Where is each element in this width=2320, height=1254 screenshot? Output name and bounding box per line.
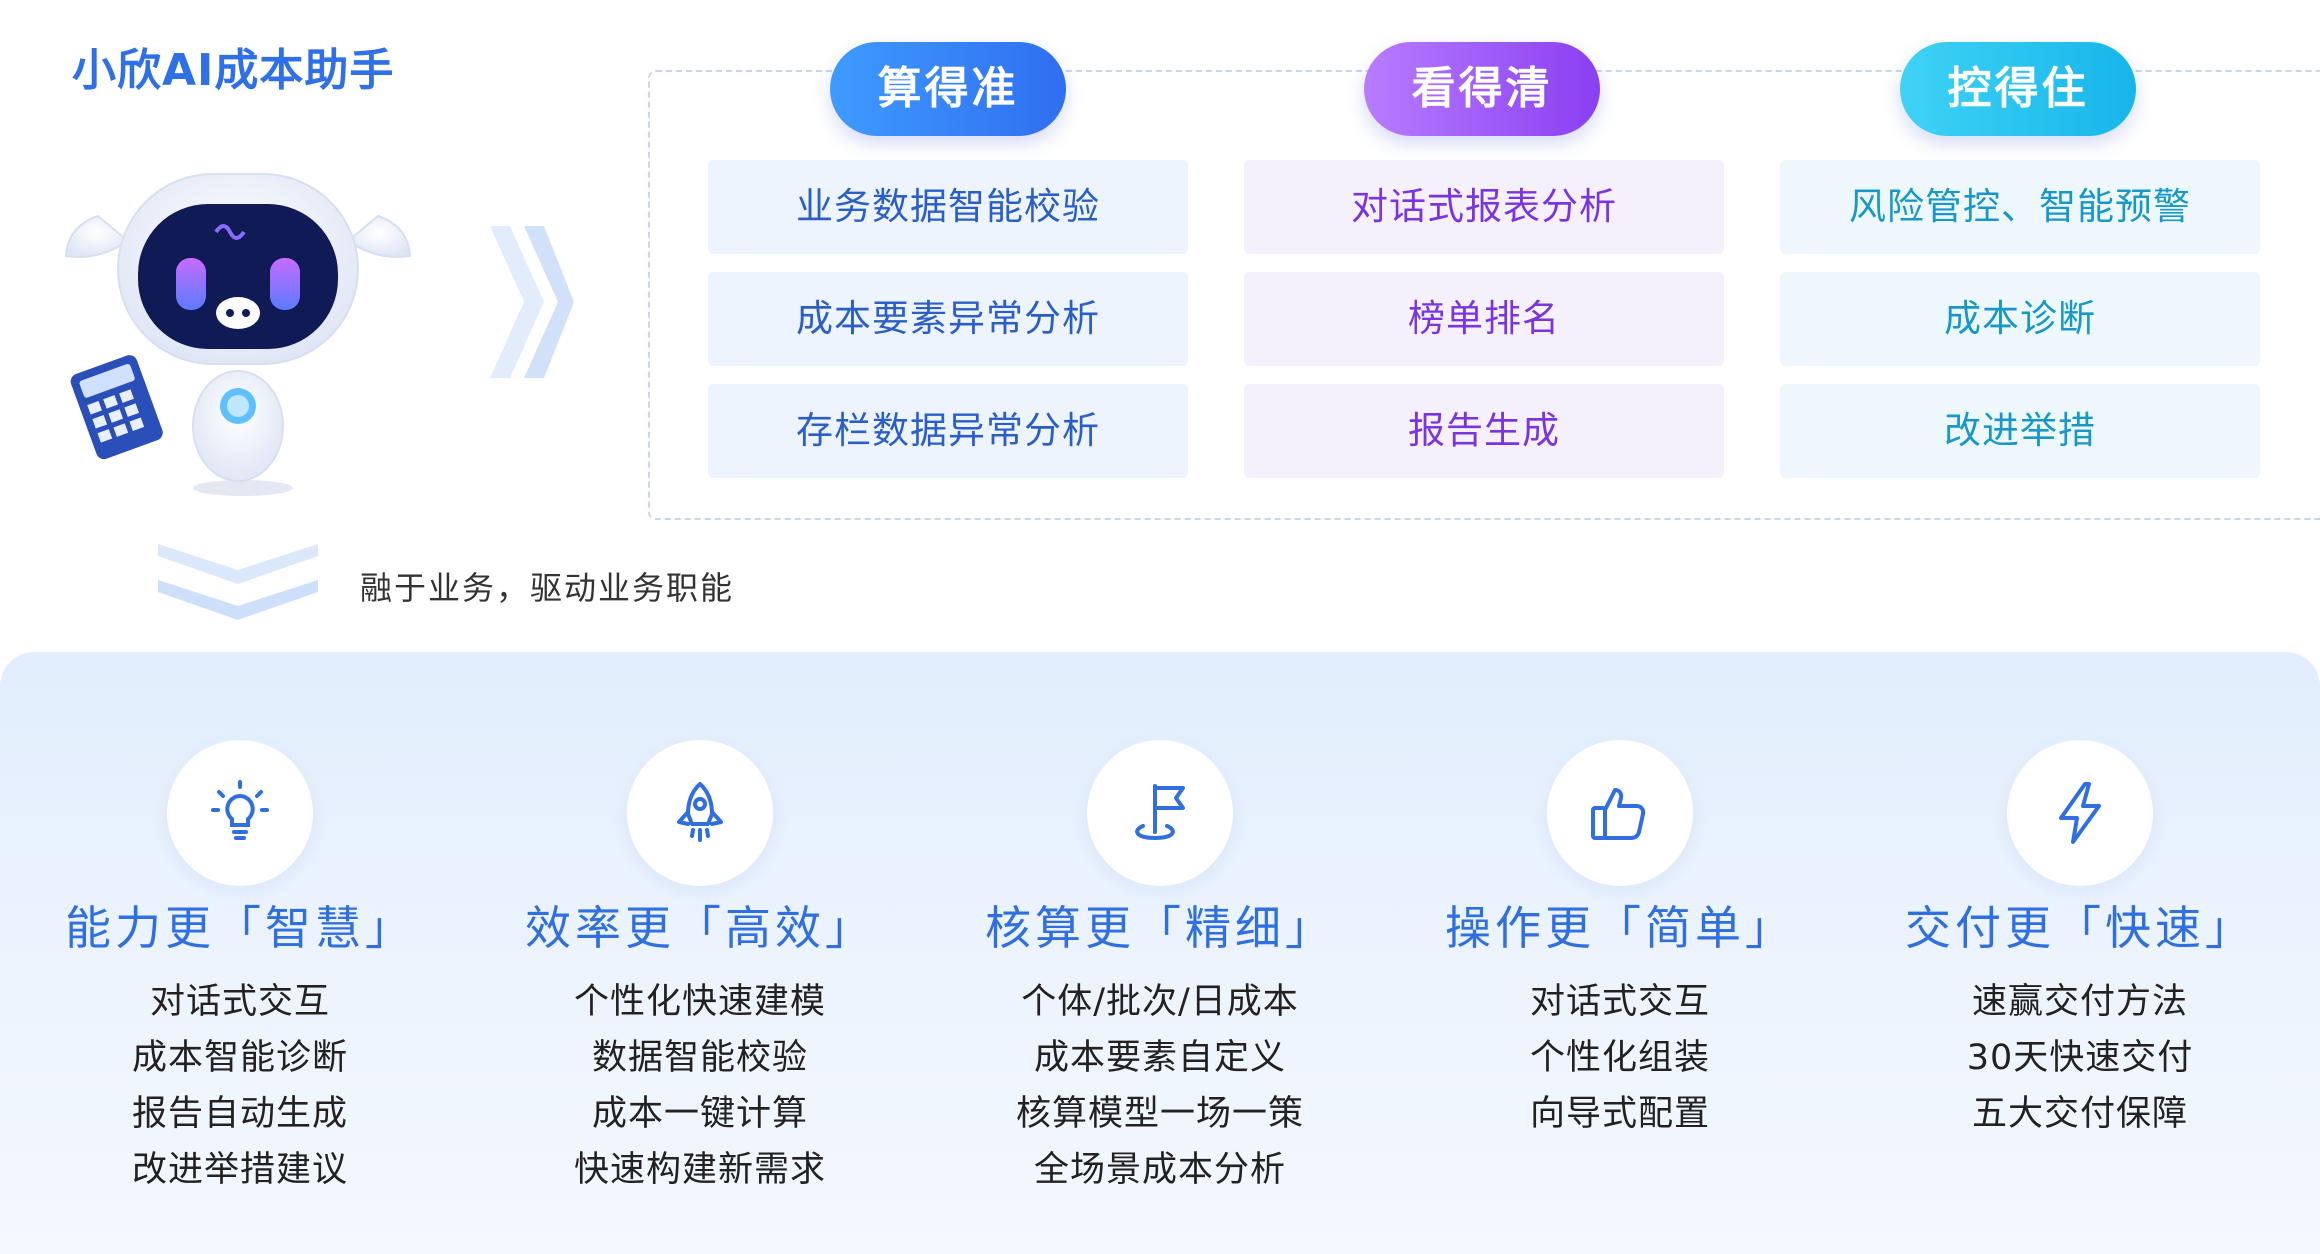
feature-item: 核算模型一场一策 bbox=[1015, 1094, 1304, 1134]
feature-simplicity: 操作更「简单」 对话式交互 个性化组装 向导式配置 bbox=[1390, 652, 1850, 1254]
feature-title: 操作更「简单」 bbox=[1445, 901, 1795, 955]
icon-circle bbox=[1087, 740, 1233, 886]
feature-item: 30天快速交付 bbox=[1966, 1038, 2194, 1078]
feature-item: 速赢交付方法 bbox=[1971, 982, 2188, 1022]
header-kandeqing: 看得清 bbox=[1364, 42, 1600, 136]
feature-title: 效率更「高效」 bbox=[525, 901, 875, 955]
feature-precision: 核算更「精细」 个体/批次/日成本 成本要素自定义 核算模型一场一策 全场景成本… bbox=[930, 652, 1390, 1254]
feature-speed: 交付更「快速」 速赢交付方法 30天快速交付 五大交付保障 bbox=[1850, 652, 2310, 1254]
rocket-icon bbox=[677, 782, 723, 842]
feature-item: 快速构建新需求 bbox=[573, 1150, 826, 1190]
icon-circle bbox=[2007, 740, 2153, 886]
lightning-icon bbox=[2059, 782, 2101, 844]
feature-item: 成本要素自定义 bbox=[1033, 1038, 1286, 1078]
column-item: 存栏数据异常分析 bbox=[708, 384, 1188, 478]
column-item: 改进举措 bbox=[1780, 384, 2260, 478]
app-title: 小欣AI成本助手 bbox=[72, 45, 395, 96]
header-suandezhun: 算得准 bbox=[830, 42, 1066, 136]
subtitle: 融于业务，驱动业务职能 bbox=[360, 569, 735, 607]
feature-efficiency: 效率更「高效」 个性化快速建模 数据智能校验 成本一键计算 快速构建新需求 bbox=[470, 652, 930, 1254]
feature-item: 向导式配置 bbox=[1529, 1094, 1710, 1134]
column-item: 风险管控、智能预警 bbox=[1780, 160, 2260, 254]
feature-item: 个体/批次/日成本 bbox=[1021, 982, 1299, 1022]
feature-item: 改进举措建议 bbox=[131, 1150, 348, 1190]
feature-item: 个性化快速建模 bbox=[573, 982, 826, 1022]
feature-item: 个性化组装 bbox=[1529, 1038, 1710, 1078]
feature-item: 对话式交互 bbox=[1529, 982, 1710, 1022]
chevron-down-icon bbox=[158, 544, 318, 620]
feature-title: 核算更「精细」 bbox=[985, 901, 1335, 955]
feature-item: 五大交付保障 bbox=[1971, 1094, 2188, 1134]
flag-icon bbox=[1135, 784, 1185, 840]
feature-item: 对话式交互 bbox=[149, 982, 330, 1022]
thumbs-up-icon bbox=[1591, 788, 1646, 840]
lightbulb-icon bbox=[211, 780, 269, 840]
robot-mascot-icon bbox=[64, 173, 412, 496]
header-kongdezhu: 控得住 bbox=[1900, 42, 2136, 136]
column-item: 对话式报表分析 bbox=[1244, 160, 1724, 254]
features-section: 能力更「智慧」 对话式交互 成本智能诊断 报告自动生成 改进举措建议 效率更「高… bbox=[0, 652, 2320, 1254]
chevron-right-icon bbox=[490, 226, 574, 378]
feature-item: 成本一键计算 bbox=[591, 1094, 808, 1134]
feature-item: 报告自动生成 bbox=[131, 1094, 348, 1134]
column-item: 报告生成 bbox=[1244, 384, 1724, 478]
feature-title: 交付更「快速」 bbox=[1905, 901, 2255, 955]
column-item: 成本诊断 bbox=[1780, 272, 2260, 366]
feature-item: 成本智能诊断 bbox=[131, 1038, 348, 1078]
column-item: 业务数据智能校验 bbox=[708, 160, 1188, 254]
icon-circle bbox=[1547, 740, 1693, 886]
icon-circle bbox=[167, 740, 313, 886]
feature-item: 全场景成本分析 bbox=[1033, 1150, 1286, 1190]
feature-title: 能力更「智慧」 bbox=[65, 901, 415, 955]
feature-intelligence: 能力更「智慧」 对话式交互 成本智能诊断 报告自动生成 改进举措建议 bbox=[10, 652, 470, 1254]
column-item: 榜单排名 bbox=[1244, 272, 1724, 366]
icon-circle bbox=[627, 740, 773, 886]
feature-item: 数据智能校验 bbox=[591, 1038, 808, 1078]
column-item: 成本要素异常分析 bbox=[708, 272, 1188, 366]
